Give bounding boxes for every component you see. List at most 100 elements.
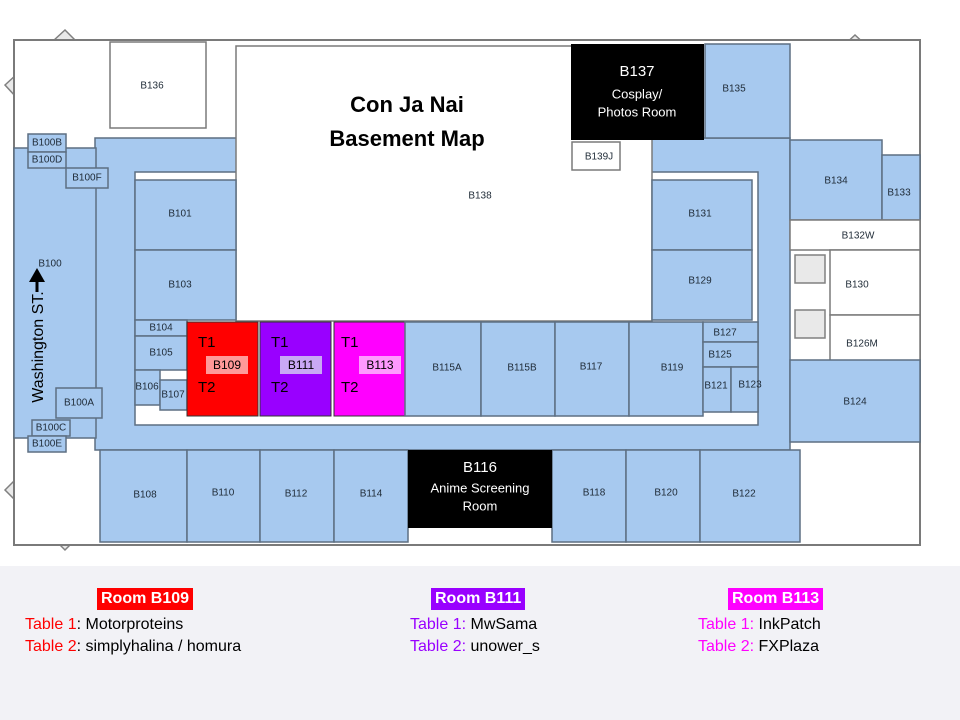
map-title-line1: Con Ja Nai (350, 92, 464, 117)
room-b137-cosplay[interactable]: B137 Cosplay/ Photos Room (571, 44, 704, 140)
b111-table-2-marker: T2 (271, 379, 289, 396)
room-b123 (730, 366, 759, 413)
legend-room-b113: Room B113 Table 1: InkPatch Table 2: FXP… (698, 588, 824, 658)
room-label-b127: B127 (713, 328, 737, 339)
room-label-b129: B129 (688, 276, 712, 287)
room-label-b103: B103 (168, 280, 192, 291)
room-b132w (789, 219, 921, 251)
room-label-b100a: B100A (64, 398, 94, 409)
room-label-b120: B120 (654, 488, 678, 499)
room-label-b122: B122 (732, 489, 756, 500)
legend-panel: Room B109 Table 1: Motorproteins Table 2… (0, 566, 960, 720)
room-b100 (13, 147, 97, 439)
map-title-line2: Basement Map (329, 126, 484, 151)
room-b100d (27, 151, 67, 169)
legend-table-2: Table 2: FXPlaza (698, 638, 819, 655)
room-label-b100d: B100D (32, 155, 63, 166)
room-b116-anime[interactable]: B116 Anime Screening Room (408, 450, 552, 528)
room-label-b133: B133 (887, 188, 911, 199)
b113-room-label: B113 (366, 358, 393, 372)
room-label-b123: B123 (738, 380, 762, 391)
room-b103 (134, 249, 237, 321)
room-label-b139j: B139J (585, 152, 613, 163)
legend-table-1: Table 1: Motorproteins (25, 616, 184, 633)
b109-table-1-marker: T1 (198, 334, 216, 351)
room-label-b100f: B100F (72, 173, 101, 184)
basement-floor-map: T1 B109 T2 T1 B111 T2 T1 B113 T2 (3, 28, 922, 552)
legend-heading: Room B109 (97, 588, 194, 610)
room-b131 (651, 179, 753, 251)
room-b113-highlight[interactable]: T1 B113 T2 (333, 321, 406, 417)
room-b118 (551, 449, 627, 543)
room-label-b131: B131 (688, 209, 712, 220)
b111-table-1-marker: T1 (271, 334, 289, 351)
b137-name-line1: Cosplay/ (612, 86, 663, 101)
room-b100a (55, 387, 103, 419)
room-label-b117: B117 (580, 362, 603, 373)
room-b115a (404, 321, 482, 417)
room-label-b108: B108 (133, 490, 157, 501)
legend-table-1: Table 1: InkPatch (698, 616, 821, 633)
street-label: Washington ST. (30, 291, 47, 402)
b137-room-id: B137 (619, 63, 654, 80)
room-label-b115b: B115B (507, 363, 537, 374)
room-b108 (99, 449, 188, 543)
room-label-b119: B119 (661, 363, 684, 374)
room-b125 (702, 341, 759, 368)
legend-heading: Room B111 (431, 588, 526, 610)
room-b106 (134, 369, 161, 406)
elevator-1 (794, 254, 826, 284)
b116-name-line1: Anime Screening (431, 480, 530, 495)
room-b115b (480, 321, 556, 417)
b109-table-2-marker: T2 (198, 379, 216, 396)
room-label-b104: B104 (149, 323, 173, 334)
room-b130 (829, 249, 921, 316)
room-b112 (259, 449, 335, 543)
room-label-b112: B112 (285, 489, 308, 500)
legend-table-2: Table 2: unower_s (410, 638, 540, 655)
room-label-b134: B134 (824, 176, 848, 187)
room-b109-highlight[interactable]: T1 B109 T2 (186, 321, 259, 417)
room-label-b106: B106 (135, 382, 159, 393)
room-label-b100: B100 (38, 259, 62, 270)
room-b124 (789, 359, 921, 443)
room-b100e (27, 435, 67, 453)
room-b111-highlight[interactable]: T1 B111 T2 (259, 321, 332, 417)
room-label-b110: B110 (212, 488, 235, 499)
room-label-b115a: B115A (432, 363, 462, 374)
room-label-b105: B105 (149, 348, 173, 359)
b109-room-label: B109 (213, 358, 241, 372)
room-b136 (109, 41, 207, 129)
room-b110 (186, 449, 261, 543)
b111-room-label: B111 (288, 358, 315, 372)
room-b139j (571, 141, 621, 171)
room-label-b107: B107 (161, 390, 185, 401)
room-label-b126m: B126M (846, 339, 878, 350)
room-b117 (554, 321, 630, 417)
room-label-b101: B101 (168, 209, 192, 220)
room-label-b100e: B100E (32, 439, 62, 450)
elevator-2 (794, 309, 826, 339)
b137-name-line2: Photos Room (598, 104, 677, 119)
room-b133 (881, 154, 921, 221)
north-arrow-icon (29, 268, 45, 292)
room-label-b125: B125 (708, 350, 732, 361)
room-label-b136: B136 (140, 81, 164, 92)
b116-name-line2: Room (463, 498, 498, 513)
room-b100f (65, 167, 109, 189)
room-label-b100b: B100B (32, 138, 62, 149)
legend-room-b111: Room B111 Table 1: MwSama Table 2: unowe… (410, 588, 540, 658)
legend-table-2: Table 2: simplyhalina / homura (25, 638, 242, 655)
b113-table-2-marker: T2 (341, 379, 359, 396)
room-label-b130: B130 (845, 280, 869, 291)
legend-heading: Room B113 (728, 588, 824, 610)
room-label-b118: B118 (583, 488, 606, 499)
room-b122 (699, 449, 801, 543)
room-label-b124: B124 (843, 397, 867, 408)
room-labels: B136 B138 B100 B100B B100D B100F B100A B… (32, 81, 911, 501)
legend-room-b109: Room B109 Table 1: Motorproteins Table 2… (25, 588, 241, 658)
b116-room-id: B116 (463, 459, 497, 476)
room-b101 (134, 179, 237, 251)
room-b129 (651, 249, 753, 321)
room-label-b135: B135 (722, 84, 746, 95)
